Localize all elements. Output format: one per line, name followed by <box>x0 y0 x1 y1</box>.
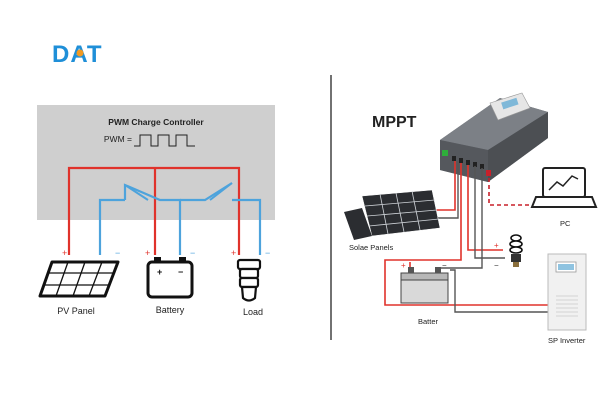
mppt-bulb-minus: − <box>494 261 499 270</box>
pwm-switches <box>124 182 233 201</box>
load-label: Load <box>243 307 263 317</box>
svg-text:−: − <box>178 267 183 277</box>
sp-inverter-icon <box>547 253 587 331</box>
pwm-positive-wires <box>67 166 241 255</box>
pv-minus-sign: − <box>115 248 120 258</box>
battery-label: Battery <box>156 305 185 315</box>
solar-panels-icon <box>344 189 441 240</box>
mppt-negative-wires <box>435 161 548 313</box>
battery-icon: + − <box>146 257 194 299</box>
mppt-bulb-plus: + <box>494 241 499 250</box>
sp-inverter-label: SP Inverter <box>548 336 586 345</box>
pwm-waveform <box>134 134 195 147</box>
mppt-pc-link <box>488 178 540 206</box>
pv-plus-sign: + <box>62 248 67 258</box>
load-plus-sign: + <box>231 248 236 258</box>
mppt-controller-device <box>440 92 548 182</box>
load-minus-sign: − <box>265 248 270 258</box>
solar-panels-label: Solae Panels <box>349 243 393 252</box>
logo-text: DAT <box>52 41 103 68</box>
mppt-title: MPPT <box>372 114 417 131</box>
dat-logo: DAT <box>52 41 103 68</box>
pwm-title: PWM Charge Controller <box>108 117 204 127</box>
pc-label: PC <box>560 219 571 228</box>
mppt-battery-plus: + <box>401 261 406 270</box>
mppt-battery-minus: − <box>442 261 447 270</box>
logo-sun-icon <box>76 49 84 57</box>
mppt-positive-wires <box>384 161 548 306</box>
mppt-battery-label: Batter <box>418 317 439 326</box>
pwm-formula: PWM = <box>104 134 132 144</box>
pv-panel-label: PV Panel <box>57 306 95 316</box>
load-bulb-icon <box>236 258 262 302</box>
battery-minus-sign: − <box>190 248 195 258</box>
mppt-bulb-icon <box>509 234 523 267</box>
pwm-negative-wires <box>98 182 262 255</box>
mppt-battery-icon <box>400 267 449 304</box>
pv-panel-icon <box>38 260 120 298</box>
pc-laptop-icon <box>530 167 598 208</box>
svg-text:+: + <box>157 267 162 277</box>
battery-plus-sign: + <box>145 248 150 258</box>
